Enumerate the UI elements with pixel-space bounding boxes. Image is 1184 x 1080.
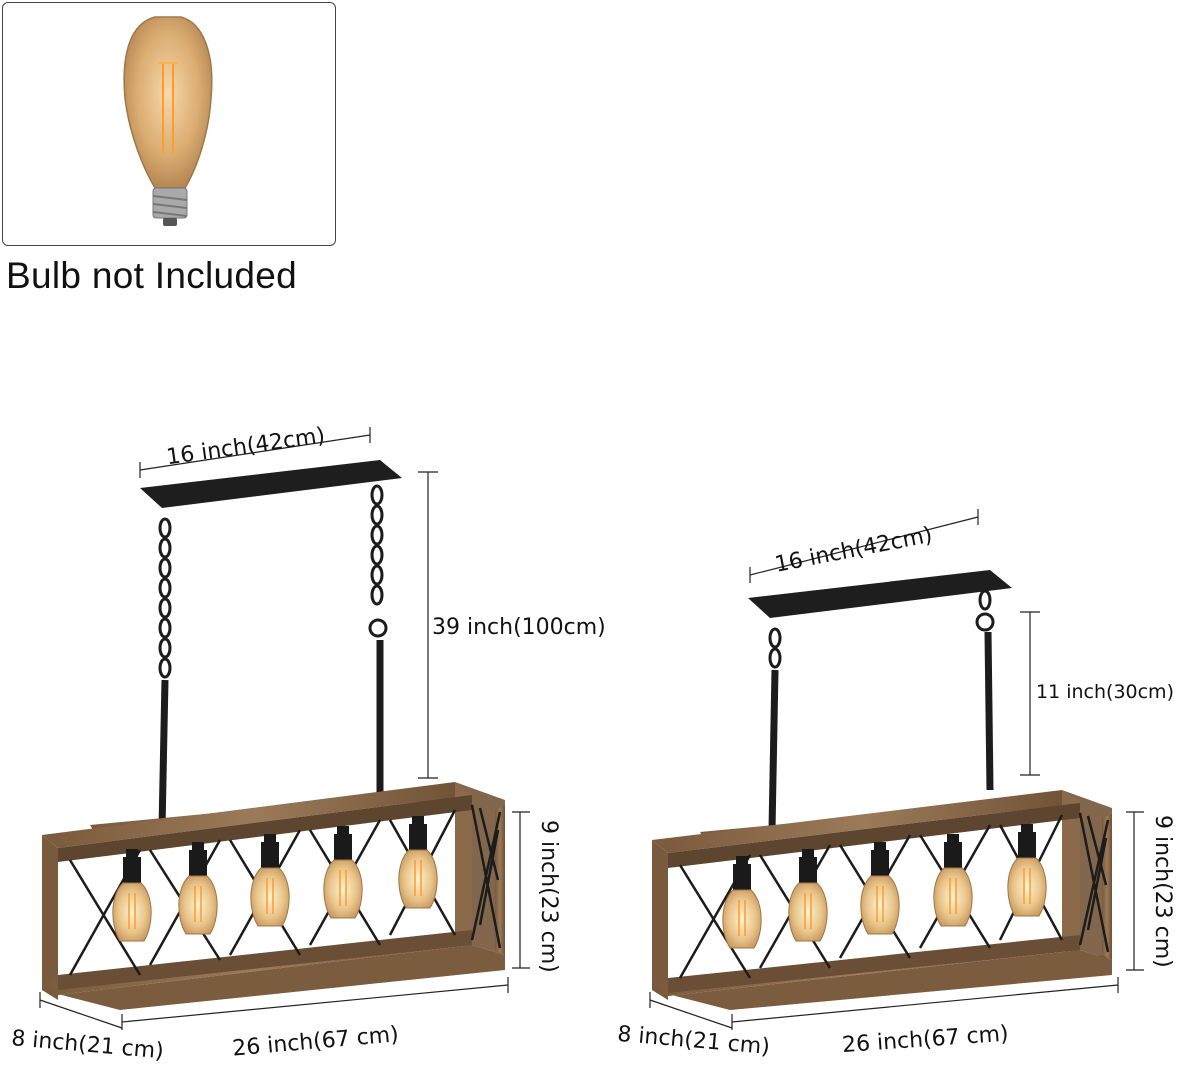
right-chains [768,589,995,669]
left-frame-height-label: 9 inch(23 cm) [536,820,561,973]
edison-bulb-image [123,16,213,226]
right-frame-height-label: 9 inch(23 cm) [1150,815,1175,968]
left-chains [158,484,388,679]
left-wood-frame [42,782,505,1010]
right-frame-length-label: 26 inch(67 cm) [841,1022,1009,1059]
bulb-not-included-caption: Bulb not Included [6,255,298,296]
right-canopy-width-label: 16 inch(42cm) [773,523,935,578]
left-frame-length-label: 26 inch(67 cm) [231,1022,399,1061]
right-hang-height-label: 11 inch(30cm) [1036,681,1174,703]
right-canopy [748,570,1012,618]
right-frame-depth-label: 8 inch(21 cm) [616,1022,770,1060]
left-hang-height-label: 39 inch(100cm) [432,615,606,640]
left-canopy [140,460,402,508]
right-chandelier: 16 inch(42cm) 11 inch(30cm) 9 inch(23 cm… [616,509,1175,1060]
left-frame-depth-label: 8 inch(21 cm) [10,1026,164,1064]
left-dimension-lines [39,427,530,1030]
right-dimension-lines [649,509,1144,1030]
left-canopy-width-label: 16 inch(42cm) [165,423,327,470]
bulb-image-frame [2,2,336,246]
left-chandelier: 16 inch(42cm) 39 inch(100cm) 9 inch(23 c… [10,423,605,1064]
